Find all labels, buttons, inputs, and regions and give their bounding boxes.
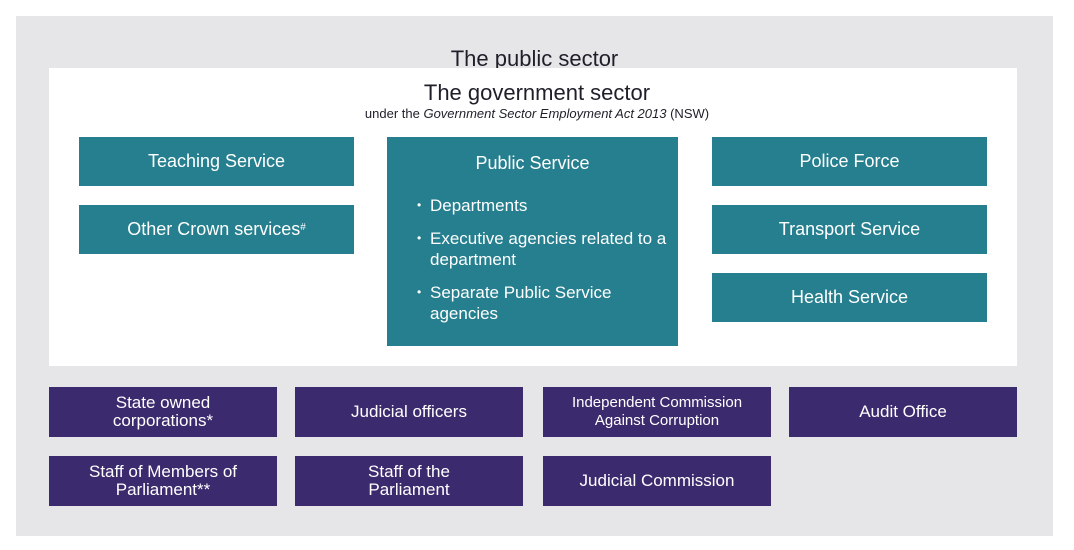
other-crown-services-box: Other Crown services#	[79, 205, 354, 254]
state-owned-corporations-box: State owned corporations*	[49, 387, 277, 437]
staff-of-members-label: Staff of Members of Parliament**	[88, 462, 238, 499]
health-service-label: Health Service	[790, 287, 909, 307]
other-crown-services-text: Other Crown services	[127, 219, 301, 239]
other-crown-services-label: Other Crown services#	[127, 220, 306, 239]
public-sector-title: The public sector	[450, 46, 619, 71]
staff-of-parliament-label: Staff of the Parliament	[368, 462, 450, 499]
public-service-item: Separate Public Service agencies	[417, 282, 667, 324]
teaching-service-box: Teaching Service	[79, 137, 354, 186]
judicial-commission-label: Judicial Commission	[579, 471, 735, 490]
government-sector-title: The government sector	[423, 80, 651, 105]
public-service-box: Public Service Departments Executive age…	[387, 137, 678, 346]
judicial-officers-box: Judicial officers	[295, 387, 523, 437]
public-service-list: Departments Executive agencies related t…	[417, 195, 667, 336]
icac-label: Independent Commission Against Corruptio…	[571, 394, 743, 429]
judicial-commission-box: Judicial Commission	[543, 456, 771, 506]
teaching-service-label: Teaching Service	[147, 151, 286, 171]
state-owned-corporations-label: State owned corporations*	[112, 393, 214, 430]
police-force-box: Police Force	[712, 137, 987, 186]
subtitle-act: Government Sector Employment Act 2013	[423, 106, 667, 121]
audit-office-box: Audit Office	[789, 387, 1017, 437]
public-service-title: Public Service	[475, 153, 590, 173]
other-crown-services-marker: #	[300, 222, 306, 233]
health-service-box: Health Service	[712, 273, 987, 322]
staff-of-members-box: Staff of Members of Parliament**	[49, 456, 277, 506]
public-service-item: Executive agencies related to a departme…	[417, 228, 667, 270]
audit-office-label: Audit Office	[859, 402, 947, 421]
subtitle-suffix: (NSW)	[666, 106, 710, 121]
staff-of-parliament-box: Staff of the Parliament	[295, 456, 523, 506]
government-sector-subtitle: under the Government Sector Employment A…	[0, 106, 1074, 121]
subtitle-prefix: under the	[364, 106, 424, 121]
police-force-label: Police Force	[799, 151, 900, 171]
judicial-officers-label: Judicial officers	[351, 402, 467, 421]
icac-box: Independent Commission Against Corruptio…	[543, 387, 771, 437]
transport-service-box: Transport Service	[712, 205, 987, 254]
public-service-item: Departments	[417, 195, 667, 216]
transport-service-label: Transport Service	[778, 219, 921, 239]
